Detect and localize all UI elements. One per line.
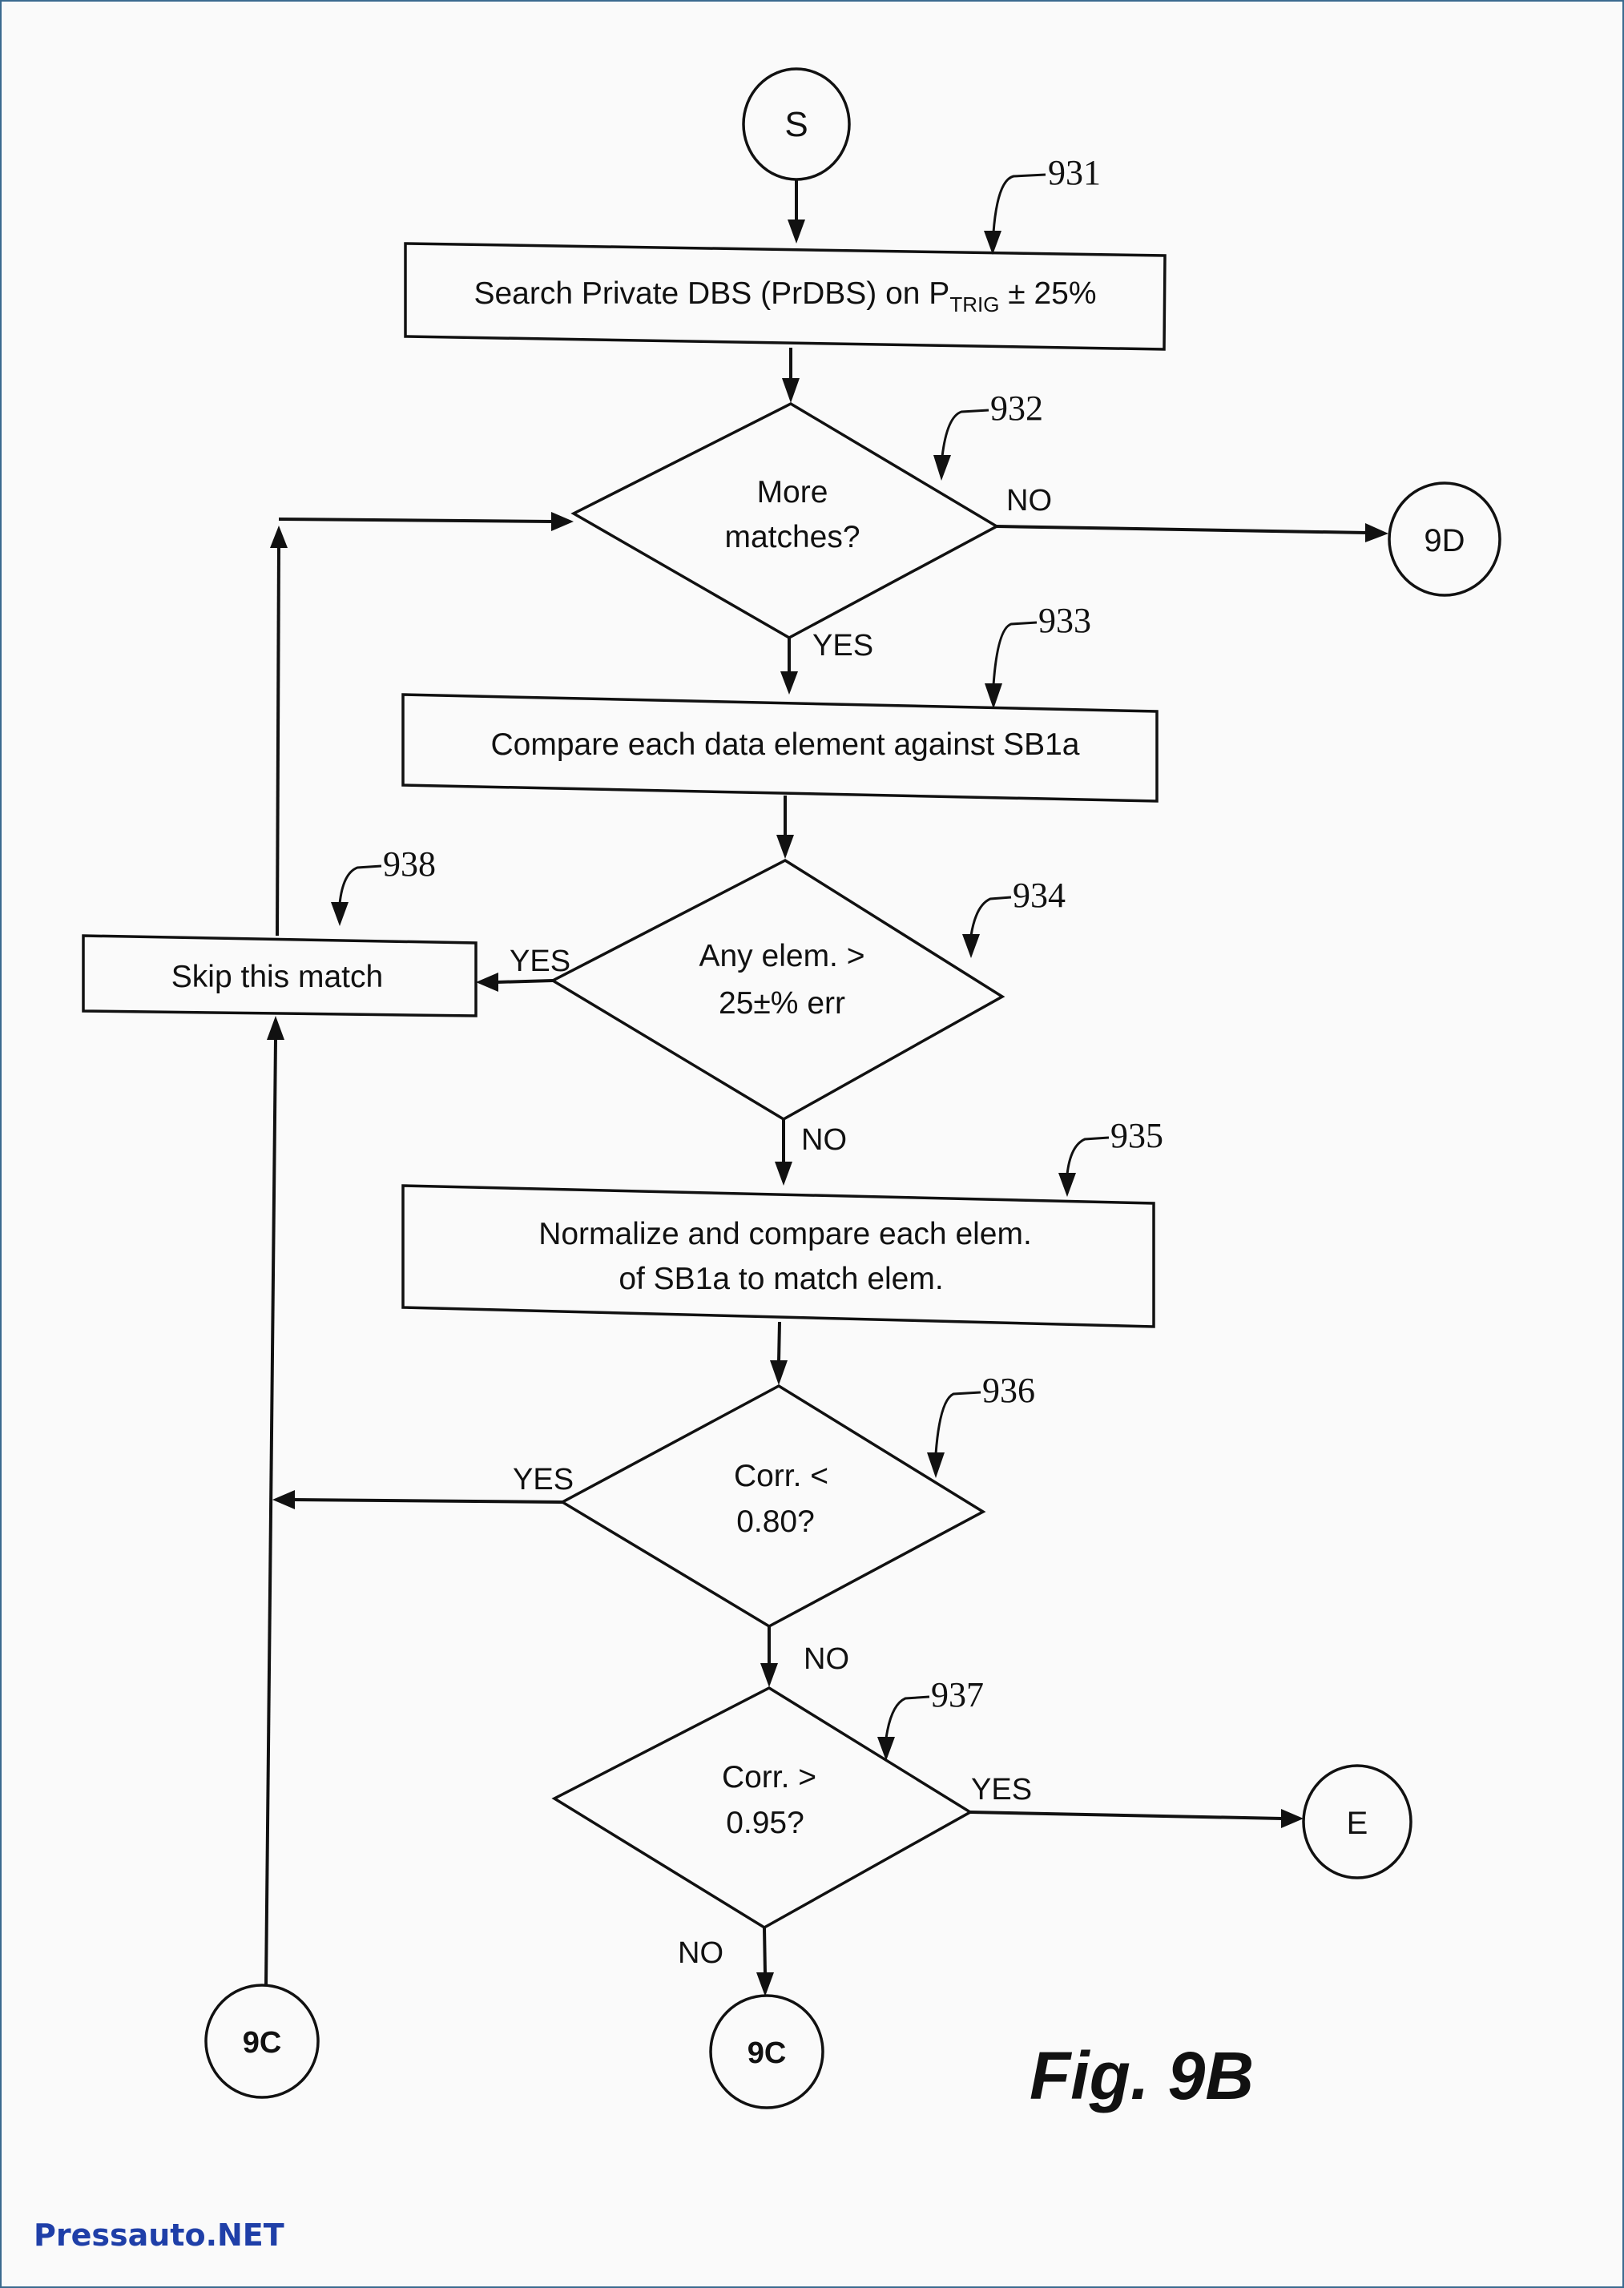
ref-label-931: 931 <box>1048 153 1101 192</box>
decision-932-yes-label: YES <box>812 629 873 663</box>
arrow-931-to-932 <box>782 348 800 403</box>
figure-title: Fig. 9B <box>1030 2038 1254 2113</box>
arrow-933-to-934 <box>776 796 794 859</box>
decision-936: Corr. < 0.80? <box>559 1384 986 1629</box>
connector-9d: 9D <box>1388 481 1501 597</box>
arrow-932-no-to-9d <box>996 523 1388 542</box>
decision-936-line2: 0.80? <box>736 1505 815 1539</box>
arrow-934-yes-to-938 <box>476 973 554 992</box>
ref-leader-937: 937 <box>877 1675 984 1761</box>
start-connector: S <box>742 67 851 181</box>
connector-9c-mid: 9C <box>709 1994 824 2109</box>
process-933-text: Compare each data element against SB1a <box>491 727 1080 762</box>
start-connector-label: S <box>784 105 808 144</box>
decision-936-no-label: NO <box>804 1642 849 1676</box>
decision-934-line2: 25±% err <box>719 986 845 1021</box>
decision-937-line2: 0.95? <box>726 1806 804 1840</box>
ref-label-936: 936 <box>982 1371 1035 1410</box>
ref-leader-933: 933 <box>985 601 1091 709</box>
decision-932-line2: matches? <box>724 520 860 554</box>
connector-9c-left: 9C <box>204 1984 320 2099</box>
ref-leader-931: 931 <box>984 153 1101 255</box>
arrow-937-no-to-9c <box>756 1927 774 1996</box>
ref-label-933: 933 <box>1038 601 1091 640</box>
decision-936-yes-label: YES <box>513 1463 574 1496</box>
connector-9c-mid-label: 9C <box>748 2036 787 2070</box>
end-connector: E <box>1302 1764 1412 1879</box>
arrow-932-yes-to-933 <box>780 638 798 695</box>
arrow-934-no-to-935 <box>775 1119 792 1186</box>
ref-label-937: 937 <box>931 1675 984 1714</box>
end-connector-label: E <box>1347 1806 1368 1841</box>
arrow-skip-to-932-loop <box>270 512 574 937</box>
ref-label-934: 934 <box>1013 876 1066 915</box>
decision-934: Any elem. > 25±% err <box>550 858 1005 1122</box>
ref-leader-936: 936 <box>927 1371 1035 1478</box>
ref-label-935: 935 <box>1110 1116 1163 1155</box>
process-box-935: Normalize and compare each elem. of SB1a… <box>401 1184 1155 1328</box>
arrow-936-no-to-937 <box>760 1626 778 1687</box>
ref-leader-938: 938 <box>331 844 436 926</box>
watermark: Pressauto.NET <box>34 2218 284 2253</box>
process-931-text: Search Private DBS (PrDBS) on PTRIG ± 25… <box>473 276 1096 316</box>
process-box-931: Search Private DBS (PrDBS) on PTRIG ± 25… <box>404 242 1167 351</box>
decision-937-no-label: NO <box>678 1936 723 1970</box>
connector-9d-label: 9D <box>1424 523 1465 558</box>
decision-937: Corr. > 0.95? <box>551 1686 973 1930</box>
process-box-933: Compare each data element against SB1a <box>401 693 1159 803</box>
ref-leader-932: 932 <box>933 389 1043 481</box>
process-935-line1: Normalize and compare each elem. <box>538 1217 1032 1251</box>
connector-9c-left-label: 9C <box>243 2026 282 2060</box>
decision-934-line1: Any elem. > <box>699 939 864 973</box>
process-box-938: Skip this match <box>82 934 478 1017</box>
decision-934-yes-label: YES <box>510 945 570 978</box>
ref-leader-934: 934 <box>962 876 1066 958</box>
arrow-935-to-936 <box>770 1321 788 1385</box>
decision-932-line1: More <box>757 475 828 510</box>
process-938-text: Skip this match <box>171 960 383 994</box>
ref-label-938: 938 <box>383 844 436 884</box>
decision-936-line1: Corr. < <box>734 1459 828 1493</box>
process-935-line2: of SB1a to match elem. <box>619 1262 943 1296</box>
decision-937-yes-label: YES <box>971 1773 1032 1807</box>
arrow-start-to-931 <box>788 179 805 244</box>
decision-932-no-label: NO <box>1006 484 1052 518</box>
ref-label-932: 932 <box>990 389 1043 428</box>
arrow-937-yes-to-e <box>969 1809 1304 1828</box>
arrow-936-yes-to-loop <box>272 1490 563 1509</box>
decision-934-no-label: NO <box>801 1123 847 1157</box>
decision-932: More matches? <box>570 402 1000 640</box>
arrow-9c-to-938 <box>264 1016 284 1987</box>
decision-937-line1: Corr. > <box>722 1760 816 1795</box>
ref-leader-935: 935 <box>1058 1116 1163 1197</box>
